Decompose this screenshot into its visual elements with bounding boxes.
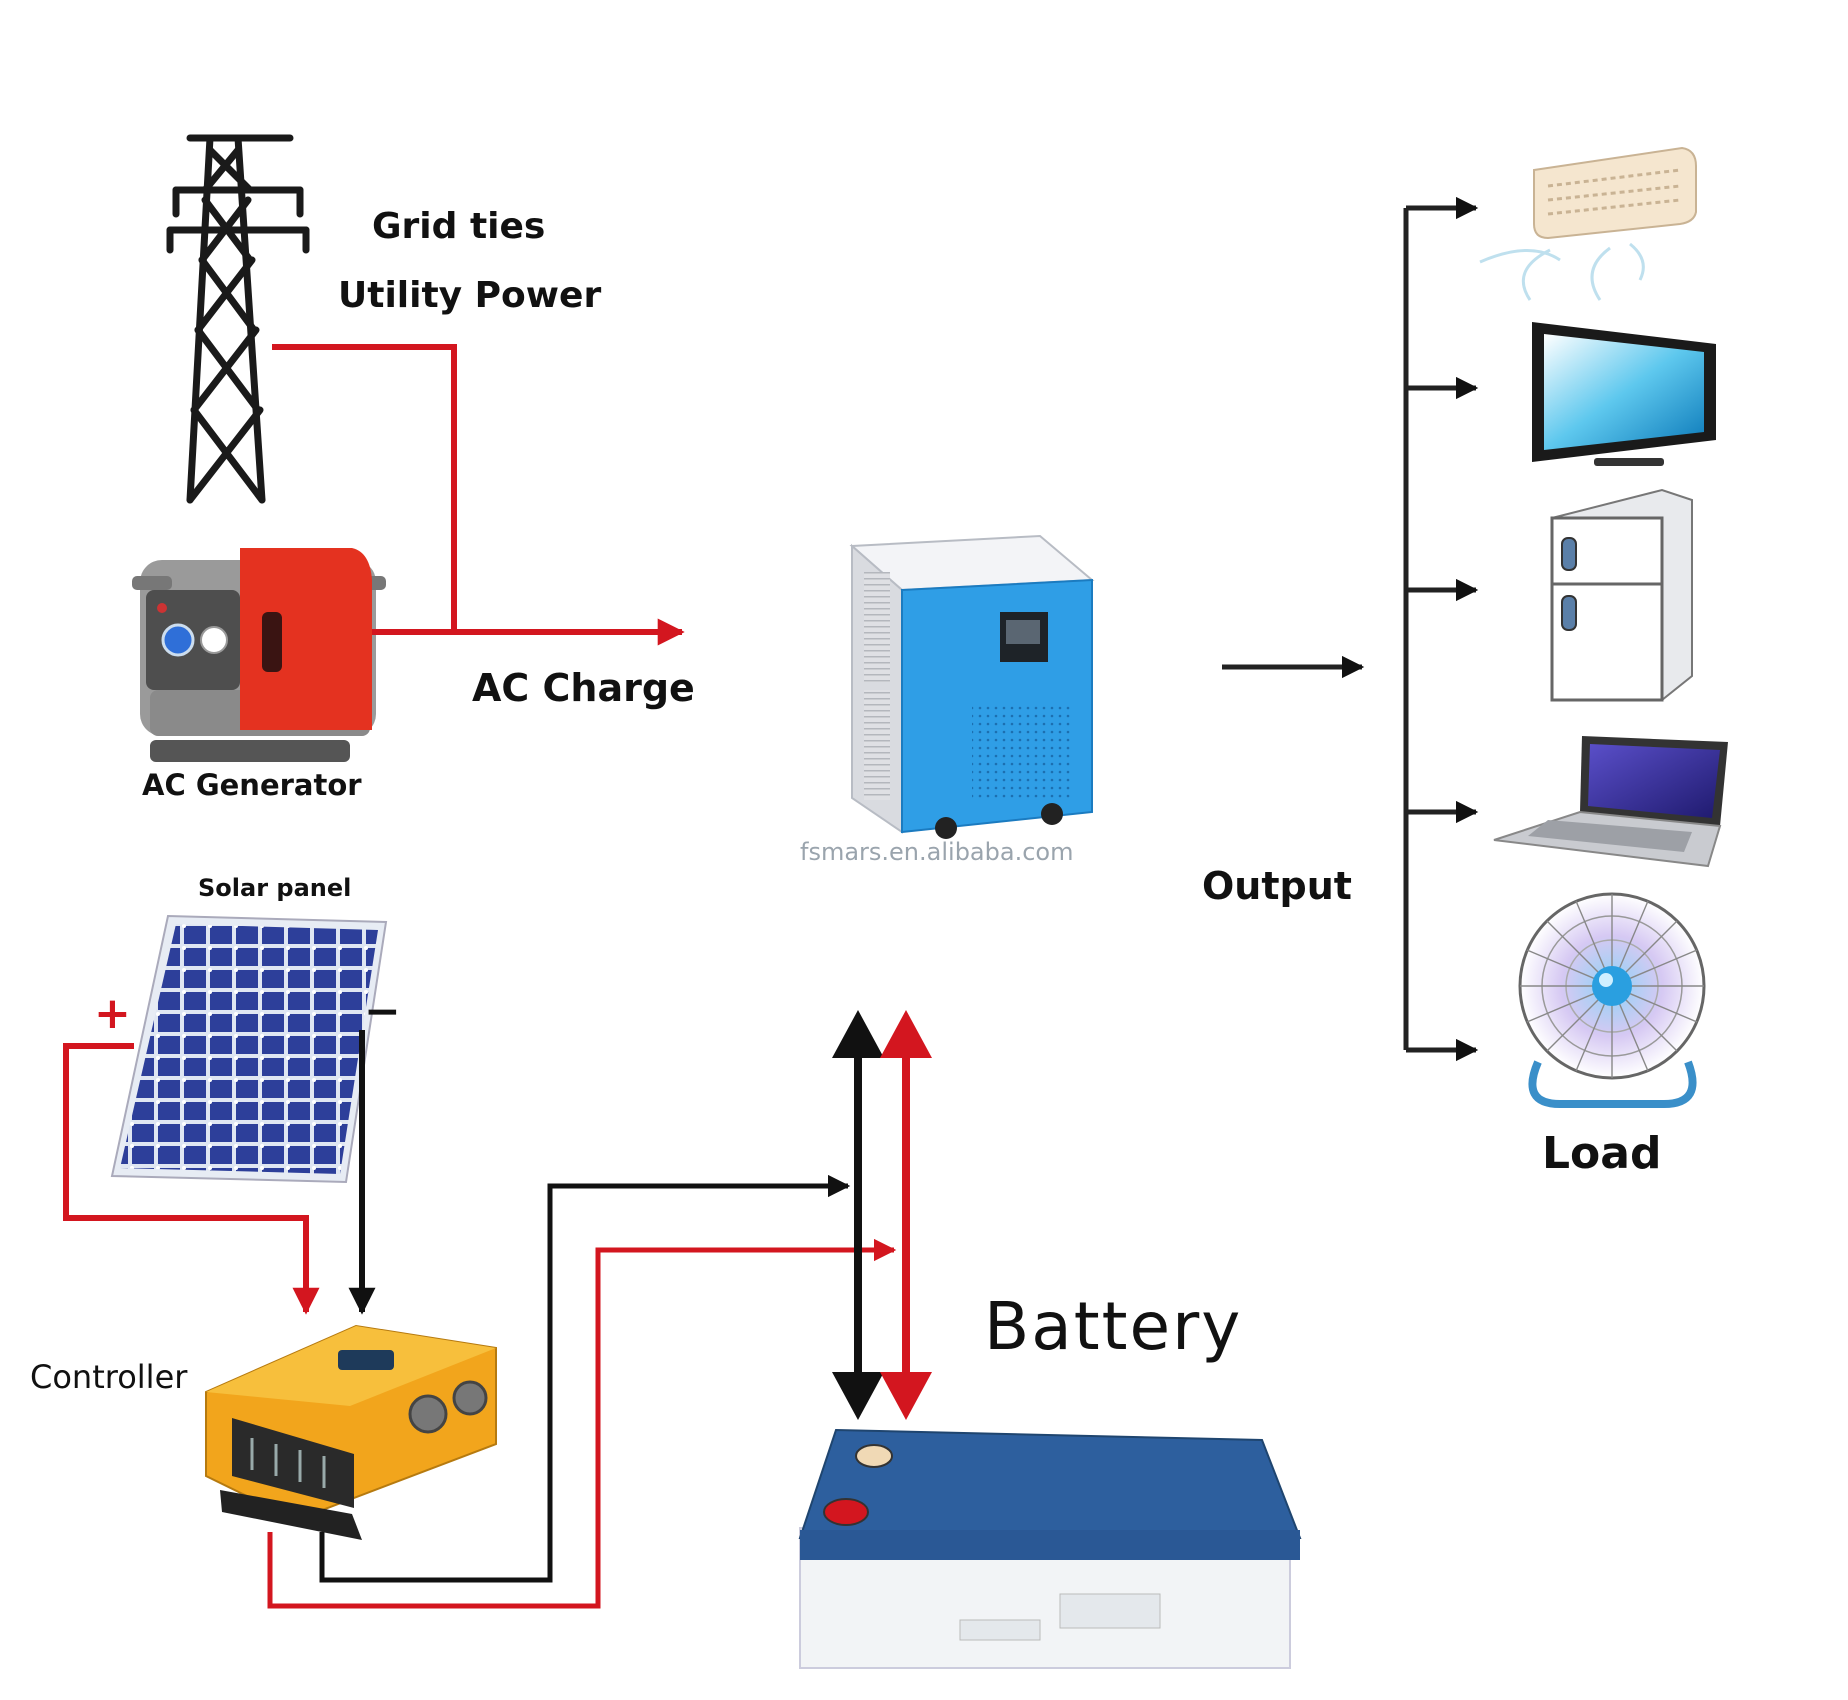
solar-to-controller-lines xyxy=(63,1030,376,1315)
negative-terminal-sign: − xyxy=(364,986,401,1037)
air-conditioner-icon xyxy=(1479,146,1697,301)
output-lines xyxy=(1222,196,1479,1062)
charge-controller-icon xyxy=(205,1324,497,1540)
battery-label: Battery xyxy=(984,1288,1243,1365)
grid-ties-label: Grid ties xyxy=(372,206,546,247)
controller-label: Controller xyxy=(30,1358,188,1396)
controller-positive-line xyxy=(267,1238,897,1609)
inverter-icon xyxy=(849,534,1095,839)
battery-icon xyxy=(798,1428,1302,1669)
solar-panel-label: Solar panel xyxy=(198,874,352,902)
watermark-text: fsmars.en.alibaba.com xyxy=(800,838,1074,866)
laptop-icon xyxy=(1493,736,1728,868)
ac-generator-label: AC Generator xyxy=(142,768,362,802)
transmission-tower-icon xyxy=(166,134,310,504)
controller-negative-line xyxy=(319,1174,851,1583)
controller-to-battery-lines xyxy=(267,1174,897,1609)
load-label: Load xyxy=(1542,1128,1662,1179)
solar-panel-icon xyxy=(110,914,388,1184)
output-label: Output xyxy=(1202,864,1352,908)
utility-power-label: Utility Power xyxy=(338,275,602,316)
television-icon xyxy=(1532,322,1716,466)
refrigerator-icon xyxy=(1550,488,1693,702)
battery-bidirectional-arrows xyxy=(832,1010,932,1420)
positive-terminal-sign: + xyxy=(94,988,131,1039)
ac-charge-lines xyxy=(272,344,685,646)
solar-positive-line xyxy=(63,1043,320,1315)
fan-icon xyxy=(1518,892,1706,1108)
ac-generator-icon xyxy=(132,548,386,762)
ac-charge-label: AC Charge xyxy=(472,666,695,710)
